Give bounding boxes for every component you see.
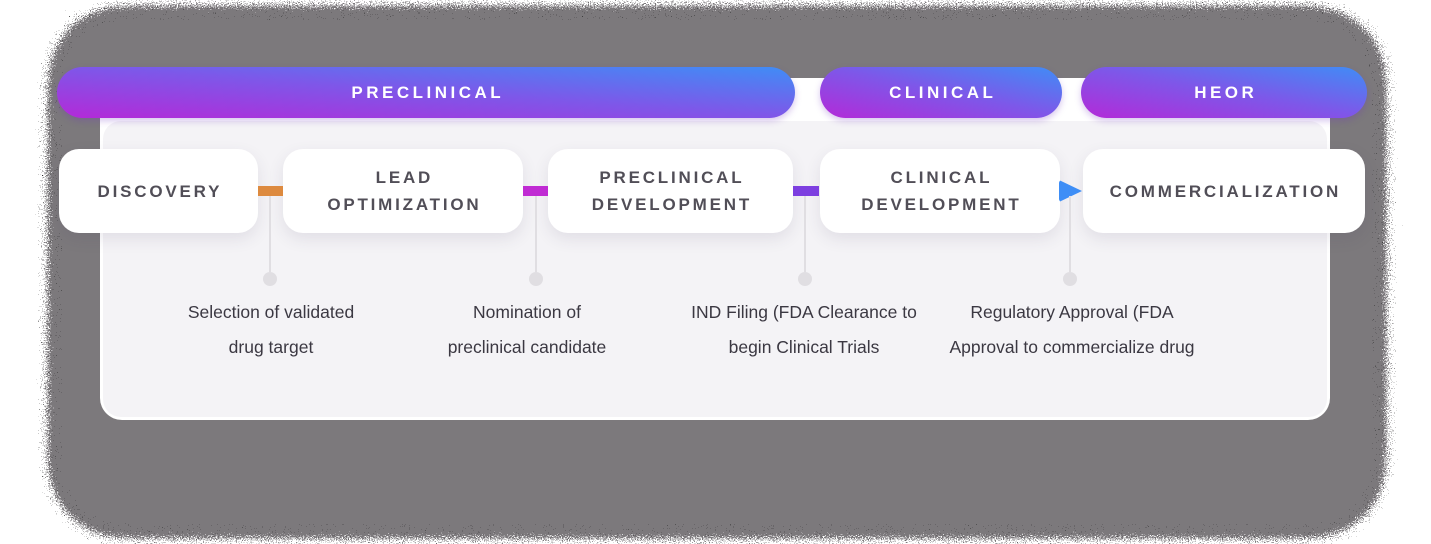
milestone-line: preclinical candidate	[447, 337, 607, 357]
stem-dot	[529, 272, 543, 286]
stage-card-label: DEVELOPMENT	[861, 195, 1022, 214]
stem-line	[1069, 196, 1071, 272]
stage-card-preclinical-development: PRECLINICAL DEVELOPMENT	[548, 149, 793, 233]
stage-card-discovery: DISCOVERY	[59, 149, 258, 233]
stage-card-label: LEAD	[375, 168, 434, 187]
milestone-ind-filing: IND Filing (FDA Clearance to begin Clini…	[614, 301, 994, 358]
connector-bar-magenta	[523, 186, 548, 196]
milestone-line: IND Filing (FDA Clearance to	[691, 302, 917, 322]
milestone-line: Nomination of	[473, 302, 581, 322]
connector-bar-orange	[258, 186, 283, 196]
milestone-nomination-of-preclinical-candidate: Nomination of preclinical candidate	[347, 301, 707, 358]
milestone-line: Selection of validated	[187, 302, 355, 322]
phase-banner-label: HEOR	[1194, 82, 1258, 102]
stage-card-label: PRECLINICAL	[599, 168, 745, 187]
stem-dot	[798, 272, 812, 286]
stem-line	[269, 196, 271, 272]
phase-banner-heor: HEOR	[1081, 67, 1367, 118]
stage-card-label: DEVELOPMENT	[591, 195, 752, 214]
milestone-line: begin Clinical Trials	[728, 337, 880, 357]
stage-card-label: DISCOVERY	[97, 181, 223, 201]
milestone-line: drug target	[228, 337, 314, 357]
stage-card-label: OPTIMIZATION	[327, 195, 482, 214]
milestone-selection-of-validated-drug-target: Selection of validated drug target	[91, 301, 451, 358]
stem-dot	[1063, 272, 1077, 286]
stage-card-lead-optimization: LEAD OPTIMIZATION	[283, 149, 523, 233]
stage-card-commercialization: COMMERCIALIZATION	[1083, 149, 1365, 233]
milestone-line: Regulatory Approval (FDA	[970, 302, 1174, 322]
stem-dot	[263, 272, 277, 286]
connector-bar-purple	[793, 186, 819, 196]
phase-banner-clinical: CLINICAL	[820, 67, 1062, 118]
stage-card-clinical-development: CLINICAL DEVELOPMENT	[820, 149, 1060, 233]
phase-banner-label: PRECLINICAL	[351, 82, 505, 102]
phase-banner-label: CLINICAL	[889, 82, 997, 102]
phase-banner-preclinical: PRECLINICAL	[57, 67, 795, 118]
milestone-line: Approval to commercialize drug	[949, 337, 1195, 357]
stage-card-label: CLINICAL	[890, 168, 993, 187]
arrow-right-icon	[1059, 180, 1082, 202]
milestone-regulatory-approval: Regulatory Approval (FDA Approval to com…	[882, 301, 1262, 358]
stem-line	[804, 196, 806, 272]
stem-line	[535, 196, 537, 272]
stage-card-label: COMMERCIALIZATION	[1109, 181, 1342, 201]
